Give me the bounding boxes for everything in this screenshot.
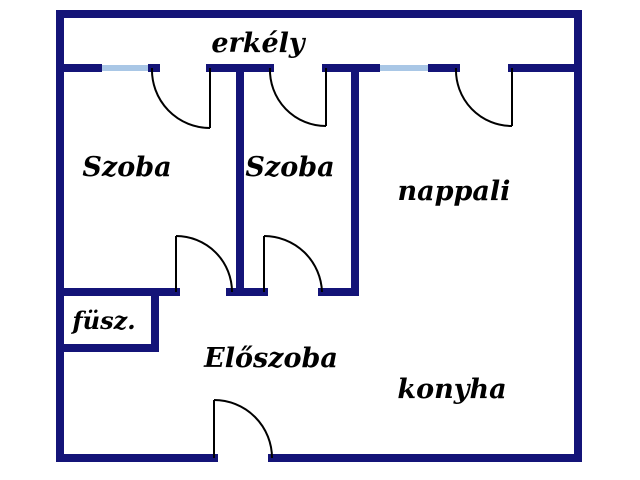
label-pantry: füsz. bbox=[70, 306, 135, 335]
interior-walls bbox=[56, 64, 359, 352]
door-left-room-balcony bbox=[150, 67, 211, 129]
door-left-room-hall bbox=[175, 235, 233, 293]
door-middle-room-balcony bbox=[268, 67, 327, 127]
door-entrance bbox=[213, 399, 273, 459]
label-room-middle: Szoba bbox=[245, 152, 334, 183]
window-left-room bbox=[98, 65, 152, 71]
label-living-room: nappali bbox=[398, 176, 511, 207]
label-balcony: erkély bbox=[211, 28, 307, 59]
outer-walls bbox=[56, 10, 582, 462]
window-living-room bbox=[376, 65, 432, 71]
door-middle-room-hall bbox=[263, 235, 323, 293]
door-living-room-balcony bbox=[454, 67, 513, 127]
label-hall: Előszoba bbox=[203, 343, 338, 374]
label-kitchen: konyha bbox=[397, 374, 506, 405]
label-room-left: Szoba bbox=[82, 152, 171, 183]
